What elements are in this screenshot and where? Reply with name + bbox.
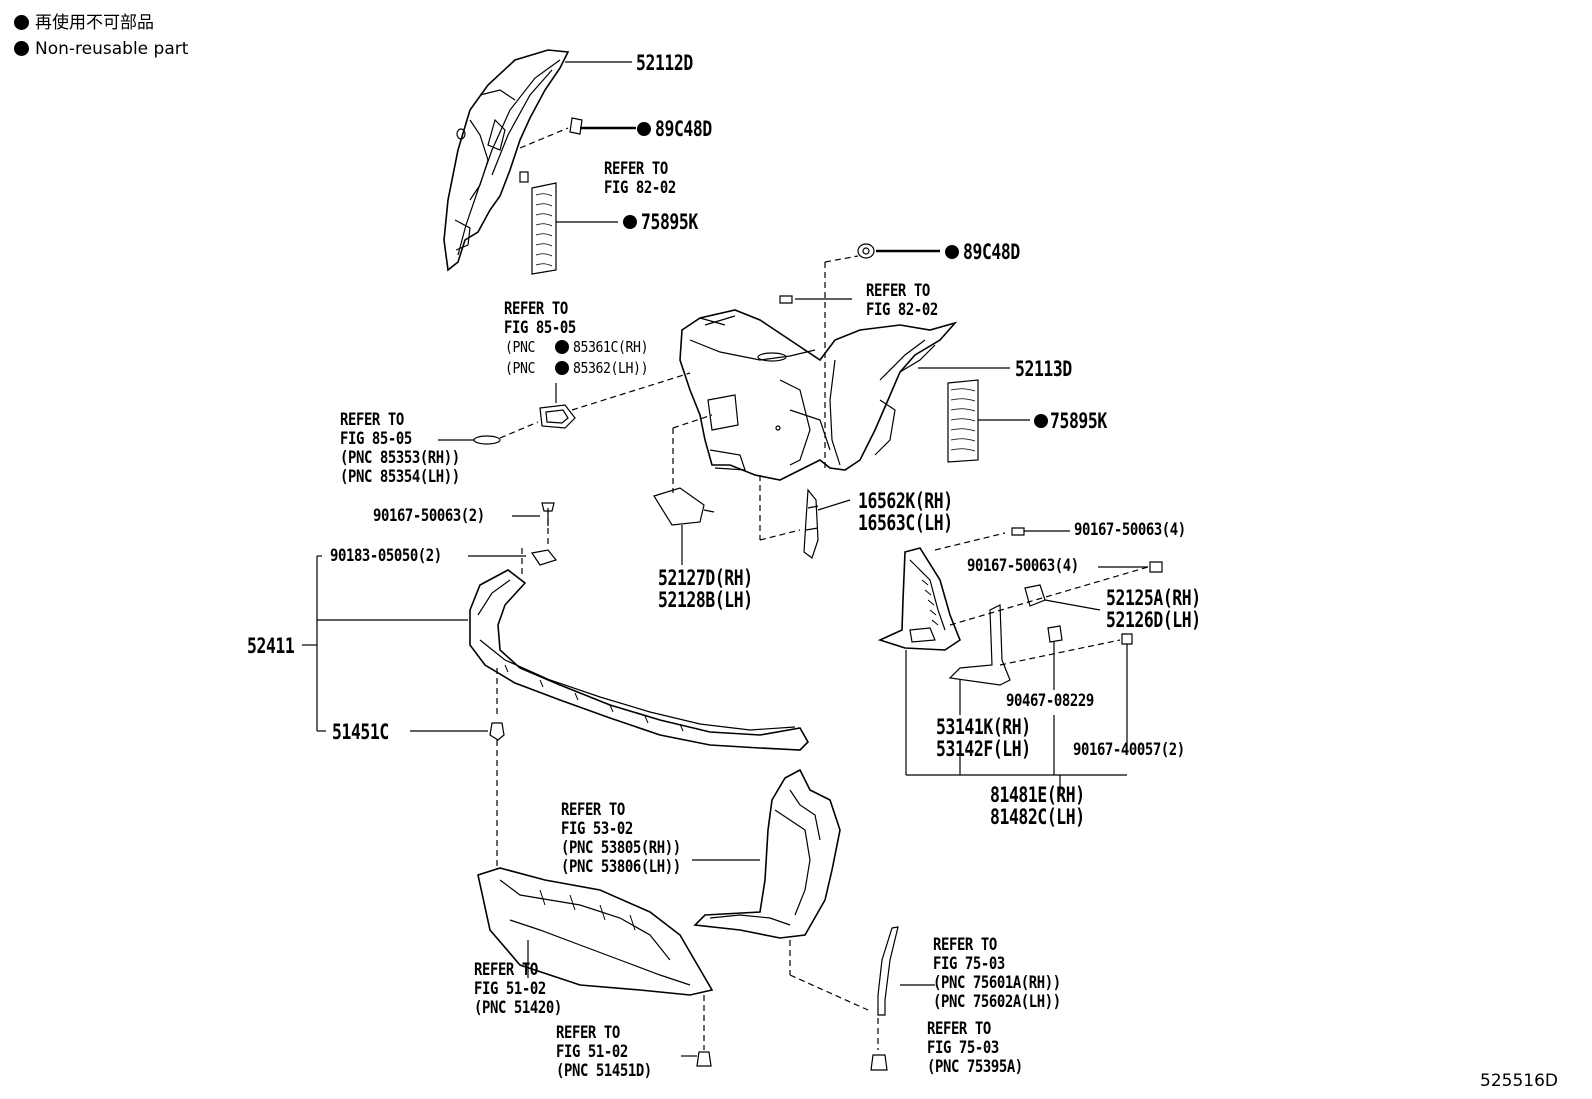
refer-fig-85-05-b[interactable]: REFER TO FIG 85-05 (PNC 85353(RH)) (PNC … <box>340 410 460 487</box>
part-label-81481e[interactable]: 81481E(RH) 81482C(LH) <box>990 783 1085 829</box>
bracket-16562k <box>759 475 851 559</box>
refer-fig-51-02-a[interactable]: REFER TO FIG 51-02 (PNC 51420) <box>474 960 562 1018</box>
part-label-90167-50063-4b[interactable]: 90167-50063(4) <box>967 556 1079 576</box>
refer-fig-53-02[interactable]: REFER TO FIG 53-02 (PNC 53805(RH)) (PNC … <box>561 800 681 877</box>
washer-cap <box>438 372 691 445</box>
part-label-90183-05050[interactable]: 90183-05050(2) <box>330 546 442 566</box>
part-label-75895k-top[interactable]: 75895K <box>641 210 698 234</box>
part-label-90167-50063-4a[interactable]: 90167-50063(4) <box>1074 520 1186 540</box>
fog-bezel <box>877 527 1163 793</box>
bullet-icon <box>14 41 29 56</box>
legend-jp: 再使用不可部品 <box>14 12 154 34</box>
part-label-90167-50063-2[interactable]: 90167-50063(2) <box>373 506 485 526</box>
part-label-52113d[interactable]: 52113D <box>1015 357 1072 381</box>
refer-fig-85-05-a[interactable]: REFER TO FIG 85-05 <box>504 299 576 338</box>
fender-liner-right <box>679 309 958 481</box>
part-label-52125a[interactable]: 52125A(RH) 52126D(LH) <box>1106 586 1201 632</box>
under-cover <box>477 740 714 1067</box>
clip-89c48d-upper <box>519 117 636 149</box>
part-label-90167-40057[interactable]: 90167-40057(2) <box>1073 740 1185 760</box>
refer-fig-82-02-top[interactable]: REFER TO FIG 82-02 <box>604 159 676 198</box>
figure-code: 525516D <box>1480 1071 1558 1091</box>
part-label-16562k[interactable]: 16562K(RH) 16563C(LH) <box>858 489 953 535</box>
pnc-prefix-85362: (PNC <box>505 359 543 377</box>
part-label-51451c[interactable]: 51451C <box>332 720 389 744</box>
bumper-retainer <box>410 502 809 751</box>
lower-fender-liner <box>692 768 869 1011</box>
clip-89c48d-right <box>824 243 940 470</box>
part-label-90467-08229[interactable]: 90467-08229 <box>1006 691 1094 711</box>
refer-fig-82-02-right[interactable]: REFER TO FIG 82-02 <box>866 281 938 320</box>
seal-pad-right <box>947 379 1030 463</box>
part-label-52127d[interactable]: 52127D(RH) 52128B(LH) <box>658 566 753 612</box>
pnc-85361c[interactable]: 85361C(RH) <box>573 338 649 356</box>
bullet-icon <box>14 15 29 30</box>
callout-bracket-52411 <box>302 555 468 732</box>
refer-fig-75-03-a[interactable]: REFER TO FIG 75-03 (PNC 75601A(RH)) (PNC… <box>933 935 1061 1012</box>
non-reusable-markers <box>555 122 1048 428</box>
refer-fig-51-02-b[interactable]: REFER TO FIG 51-02 (PNC 51451D) <box>556 1023 652 1081</box>
fender-liner-upper <box>443 49 570 272</box>
pnc-prefix-85361c: (PNC <box>505 338 543 356</box>
fender-flare <box>870 926 935 1071</box>
part-label-75895k-right[interactable]: 75895K <box>1050 409 1107 433</box>
part-label-52112d[interactable]: 52112D <box>636 51 693 75</box>
tow-hook-cover <box>653 414 715 565</box>
part-label-89c48d-right[interactable]: 89C48D <box>963 240 1020 264</box>
part-label-53141k[interactable]: 53141K(RH) 53142F(LH) <box>936 715 1031 761</box>
refer-fig-75-03-b[interactable]: REFER TO FIG 75-03 (PNC 75395A) <box>927 1019 1023 1077</box>
pnc-85362[interactable]: 85362(LH)) <box>573 359 649 377</box>
seal-pad-upper <box>531 182 618 275</box>
part-label-52411[interactable]: 52411 <box>247 634 295 658</box>
part-label-89c48d-top[interactable]: 89C48D <box>655 117 712 141</box>
legend-en: Non-reusable part <box>14 38 188 60</box>
